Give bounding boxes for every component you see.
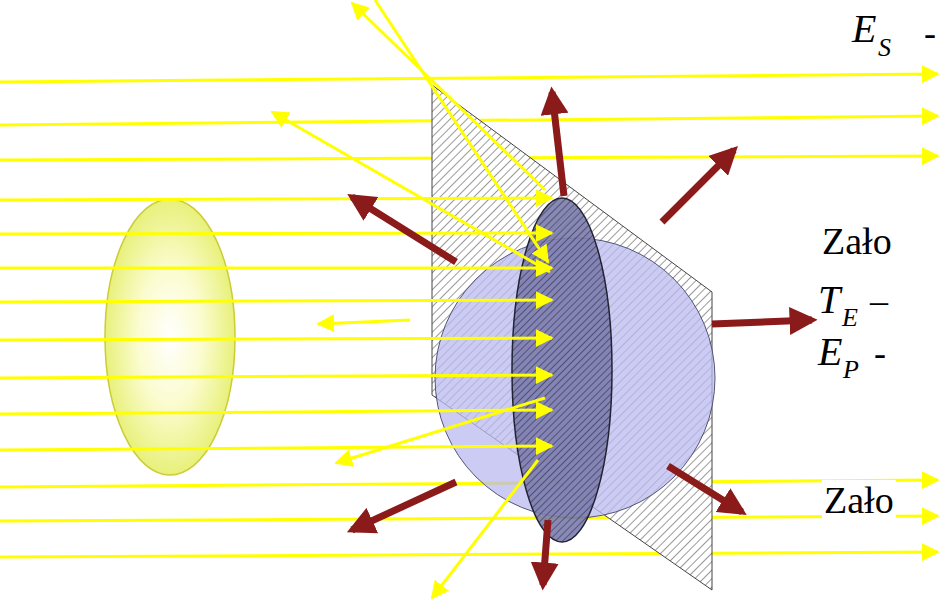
symbol-letter: E xyxy=(850,8,878,50)
dash: - xyxy=(874,335,886,371)
dash: - xyxy=(922,14,938,52)
subscript: S xyxy=(876,34,893,62)
sun-rays-absorbed xyxy=(0,198,552,450)
subscript: E xyxy=(842,305,858,331)
symbol-letter: E xyxy=(818,332,842,372)
earth-radiation-arrows xyxy=(352,92,812,585)
symbol-letter: T xyxy=(818,280,840,320)
note-text: Zało xyxy=(822,480,896,520)
sun xyxy=(105,199,235,475)
earth-disc xyxy=(512,198,612,542)
subscript: P xyxy=(843,357,859,383)
dash: – xyxy=(870,283,888,319)
reflected-rays xyxy=(272,0,550,598)
note-text: Zało xyxy=(822,222,892,260)
